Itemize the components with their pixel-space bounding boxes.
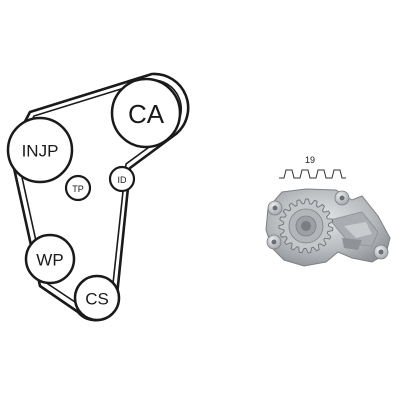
water-pump-image: 19: [265, 155, 391, 267]
pulley-ca-label: CA: [128, 99, 165, 129]
pulley-cs: CS: [73, 274, 121, 322]
tooth-count-label: 19: [305, 155, 315, 165]
belt-routing-diagram: INJP CA TP ID WP CS: [6, 72, 190, 322]
pulley-cs-label: CS: [85, 290, 109, 309]
tooth-count-marker: 19: [279, 155, 346, 179]
pulley-tp-label: TP: [72, 184, 84, 194]
pulley-id-label: ID: [118, 175, 128, 185]
pulley-injp-label: INJP: [22, 142, 59, 161]
pulley-wp: WP: [24, 233, 76, 285]
pulley-wp-label: WP: [36, 251, 63, 270]
pulley-id: ID: [108, 165, 136, 193]
mounting-bosses: [266, 190, 389, 260]
pulley-tp: TP: [64, 174, 92, 202]
pulley-injp: INJP: [6, 116, 74, 184]
pulley-ca: CA: [110, 77, 182, 149]
pump-sprocket: [278, 198, 334, 254]
tooth-profile-line: [279, 169, 346, 179]
